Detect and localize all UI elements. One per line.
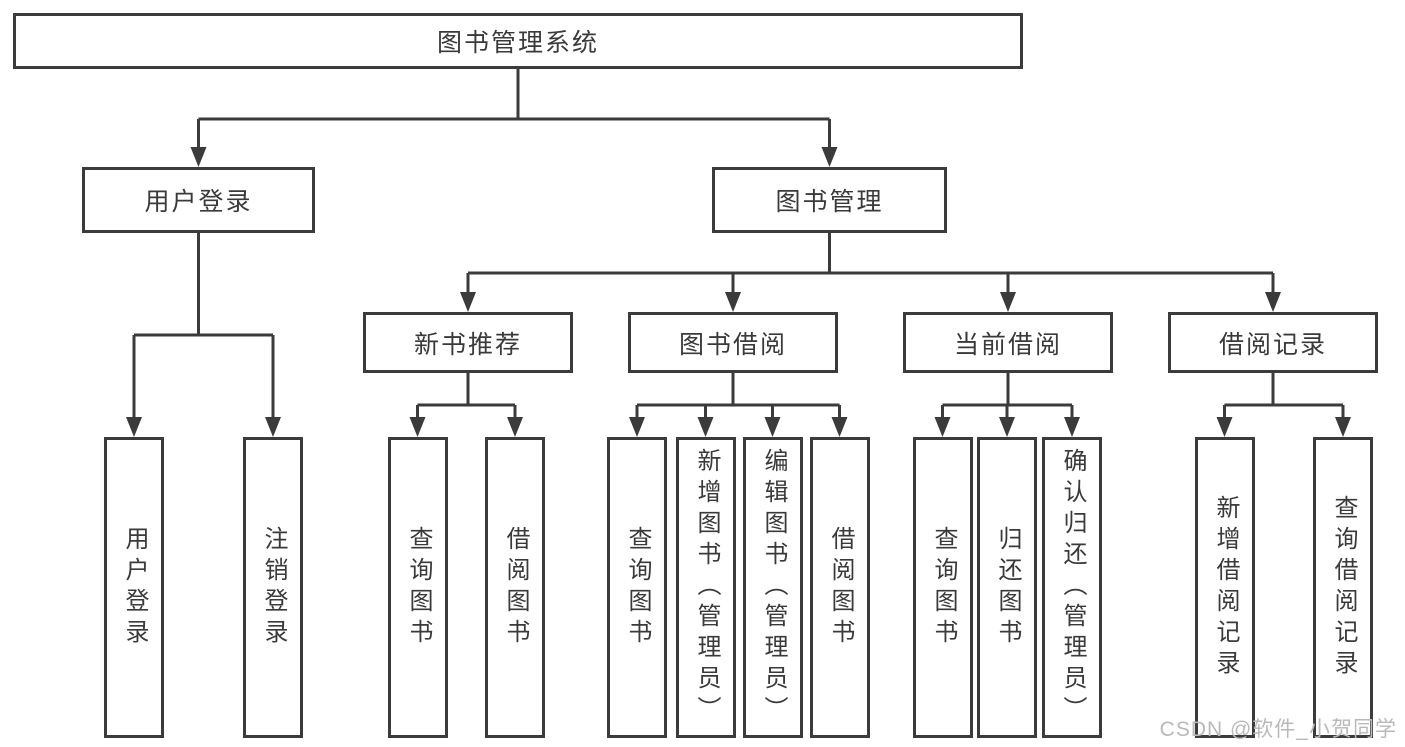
arrowhead [126,417,142,437]
node-user-login: 用户登录 [82,167,315,233]
arrowhead [1064,417,1080,437]
leaf-add-borrow-record: 新增借阅记录 [1195,437,1255,738]
connector-root-to-level2 [197,69,831,153]
arrowhead [934,417,951,437]
leaf-confirm-return-admin: 确认归还（管理员） [1042,437,1102,738]
leaf-query-books-current: 查询图书 [913,437,973,738]
node-current-borrow: 当前借阅 [903,312,1113,373]
leaf-query-borrow-record: 查询借阅记录 [1313,437,1373,738]
arrowhead [1216,417,1233,437]
arrowhead [1335,417,1351,437]
arrowhead [265,417,281,437]
arrowhead [409,417,426,437]
leaf-return-books: 归还图书 [977,437,1037,738]
arrowhead [507,417,523,437]
leaf-logout: 注销登录 [243,437,303,738]
leaf-user-login: 用户登录 [104,437,164,738]
leaf-edit-books-admin: 编辑图书（管理员） [743,437,803,738]
node-borrow-records: 借阅记录 [1168,312,1378,373]
arrowhead [725,292,741,312]
arrowhead [629,417,645,437]
csdn-watermark: CSDN @软件_小贺同学 [1159,718,1397,741]
leaf-borrow-books-recommend: 借阅图书 [485,437,545,738]
connector-bookmgmt-to-level3 [466,233,1275,295]
arrowhead [460,292,476,312]
leaf-borrow-books: 借阅图书 [810,437,870,738]
arrowhead [697,417,714,437]
arrowhead [999,417,1015,437]
connector-bookborrow-to-leaves [635,373,841,420]
arrowheads [126,147,1351,437]
connector-userlogin-to-leaves [132,233,275,420]
connector-newbooks-to-leaves [416,373,517,420]
arrowhead [1000,292,1016,312]
node-root: 图书管理系统 [13,13,1023,69]
arrowhead [831,417,848,437]
leaf-query-books-borrow: 查询图书 [607,437,667,738]
connector-currentborrow-to-leaves [941,373,1074,420]
leaf-query-books-recommend: 查询图书 [388,437,448,738]
arrowhead [821,147,838,167]
arrowhead [1265,292,1281,312]
node-book-borrow: 图书借阅 [628,312,838,373]
arrowhead [764,417,781,437]
leaf-add-books-admin: 新增图书（管理员） [676,437,736,738]
arrowhead [190,147,207,167]
node-new-book-recommend: 新书推荐 [363,312,573,373]
connector-records-to-leaves [1223,373,1345,420]
node-book-management: 图书管理 [712,167,947,233]
